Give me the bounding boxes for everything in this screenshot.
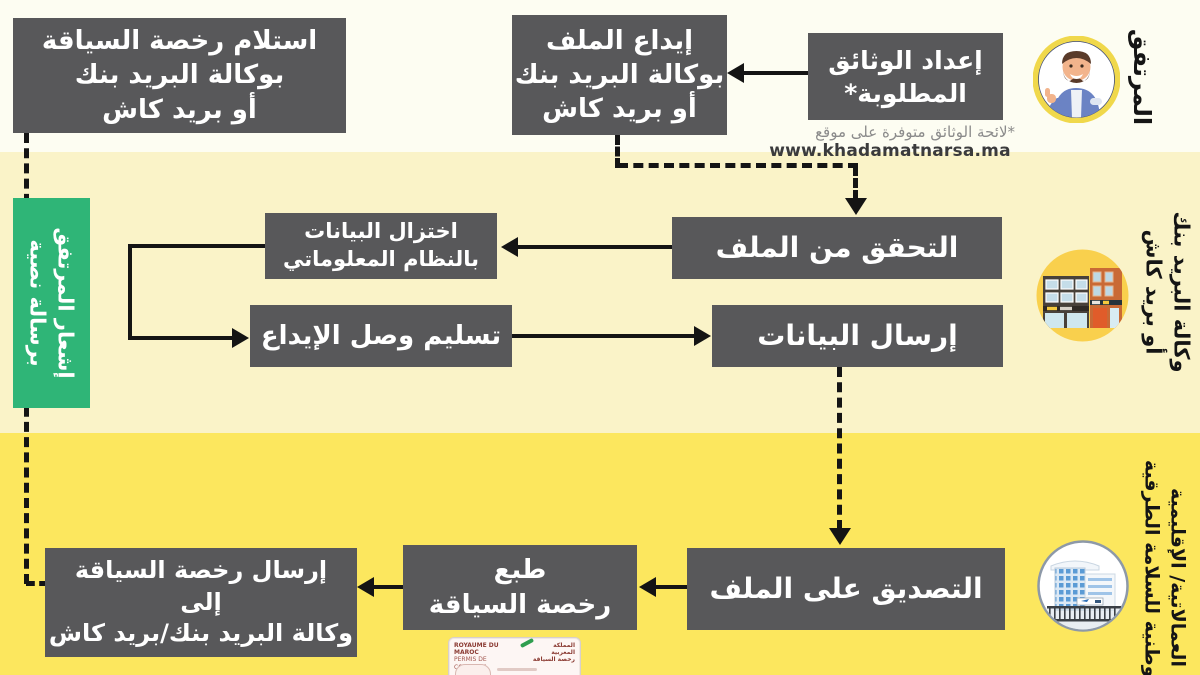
arrowhead-print-to-send [357,577,374,597]
step-deliver-receipt-label: تسليم وصل الإيداع [260,320,502,351]
dashed-connector-left-elbow [26,581,48,586]
lane-post-agency-band [0,152,1200,433]
step-certify-file-label: التصديق على الملف [709,571,983,605]
step-send-data-label: إرسال البيانات [757,318,958,352]
arrowhead-into-certify [829,528,851,545]
step-print-license: طبع رخصة السياقة [403,545,637,630]
arrow-prepare-to-deposit [742,71,808,75]
dashed-connector-into-verify [853,166,858,200]
arrowhead-verify-to-record [501,237,518,257]
dashed-connector-deposit-across [618,163,858,168]
documents-footnote: *لائحة الوثائق متوفرة على موقع www.khada… [765,123,1015,161]
lane-label-citizen: المرتفق [1128,28,1157,126]
arrowhead-into-verify [845,198,867,215]
lane-label-post-agency: وكالة البريد بنك أو بريد كاش [1141,211,1194,373]
arrow-receipt-to-senddata [512,334,695,338]
dashed-connector-deposit-down [615,135,620,168]
arrowhead-certify-to-print [639,577,656,597]
license-card-line [497,668,537,671]
step-print-license-label: طبع رخصة السياقة [428,555,612,620]
connector-record-down [128,244,132,340]
step-send-license: إرسال رخصة السياقة إلى وكالة البريد بنك/… [45,548,357,657]
step-receive-license: استلام رخصة السياقة بوكالة البريد بنك أو… [13,18,346,133]
step-send-license-label: إرسال رخصة السياقة إلى وكالة البريد بنك/… [48,555,354,648]
step-prepare-documents-label: إعداد الوثائق المطلوبة* [828,45,983,108]
connector-record-left [130,244,265,248]
step-deliver-receipt: تسليم وصل الإيداع [250,305,512,367]
step-record-data: اختزال البيانات بالنظام المعلوماتي [265,213,497,279]
documents-footnote-text: *لائحة الوثائق متوفرة على موقع [815,123,1015,141]
morocco-flag-icon [518,642,532,652]
sms-notification-note [13,198,90,408]
citizen-avatar-icon [1032,35,1121,124]
step-record-data-label: اختزال البيانات بالنظام المعلوماتي [282,219,480,271]
arrow-certify-to-print [654,585,687,589]
step-prepare-documents: إعداد الوثائق المطلوبة* [808,33,1003,120]
sms-notification-note-label: إشعار المرتفق برسالة نصية [25,227,78,379]
license-photo-placeholder [455,664,491,675]
step-deposit-file: إيداع الملف بوكالة البريد بنك أو بريد كا… [512,15,727,135]
arrowhead-into-receipt [232,328,249,348]
dashed-connector-senddata-down [837,367,842,530]
lane-label-narsa: مصالح العمالاتية/ الإقليمية الوكالة الوط… [1141,459,1189,675]
arrow-print-to-send [372,585,403,589]
arrow-verify-to-record [516,245,672,249]
license-card-ar-text: المملكة المغربية رخصة السياقة [532,642,575,664]
step-verify-file: التحقق من الملف [672,217,1002,279]
post-agency-icon [1035,248,1130,343]
step-certify-file: التصديق على الملف [687,548,1005,630]
documents-footnote-url: www.khadamatnarsa.ma [769,141,1011,161]
connector-into-receipt [128,336,233,340]
step-send-data: إرسال البيانات [712,305,1003,367]
arrowhead-prepare-to-deposit [727,63,744,83]
narsa-building-icon [1037,540,1129,632]
step-deposit-file-label: إيداع الملف بوكالة البريد بنك أو بريد كا… [514,25,725,125]
step-verify-file-label: التحقق من الملف [715,230,959,264]
arrowhead-receipt-to-senddata [694,326,711,346]
license-card-image: ROYAUME DU MAROC PERMIS DE CONDUIRE المم… [448,637,581,675]
step-receive-license-label: استلام رخصة السياقة بوكالة البريد بنك أو… [41,26,318,125]
